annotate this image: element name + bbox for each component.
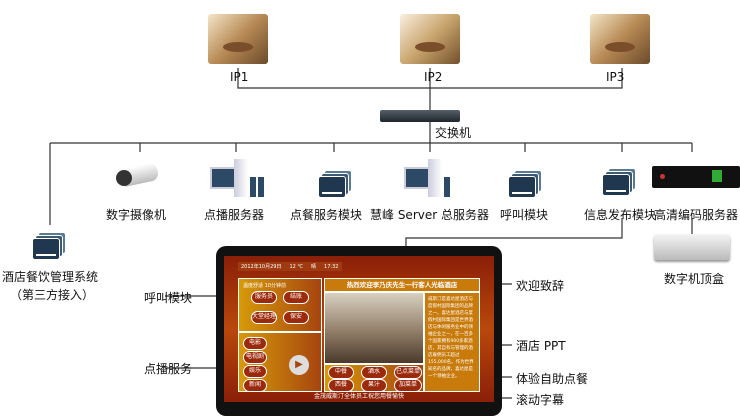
western-food-button[interactable]: 西餐: [328, 379, 354, 392]
room-label-2: IP2: [424, 70, 443, 84]
server-pc-icon: [206, 155, 266, 205]
drinks-button[interactable]: 酒水: [361, 366, 387, 379]
camera-icon: [112, 158, 168, 194]
switch-label: 交换机: [435, 126, 472, 140]
welcome-banner: 热烈欢迎李乃庆先生一行客人光临酒店: [324, 278, 480, 292]
device-label: 点餐服务模块: [290, 208, 363, 222]
set-top-box-icon: [654, 234, 730, 260]
order-panel: 中餐 酒水 已点菜单 西餐 果汁 加菜单: [324, 364, 424, 392]
scrolling-ticker: 金茂威斯汀全体员工祝您用餐愉快: [313, 393, 404, 400]
device-label: 信息发布模块: [584, 208, 657, 222]
room-image-3: [590, 14, 650, 64]
hotel-intro: 威斯汀是喜达屋酒店与度假村国际集团的品牌之一。喜达屋酒店与度假村国际集团是世界酒…: [424, 292, 480, 392]
date: 2012年10月29日: [241, 264, 282, 270]
call-manager-button[interactable]: 大堂经理: [251, 311, 277, 324]
callout-ticker: 滚动字幕: [516, 393, 565, 407]
notice: 温度舒适 10分钟前: [243, 283, 286, 289]
play-icon[interactable]: ▶: [289, 355, 309, 375]
room-image-2: [400, 14, 460, 64]
call-waiter-button[interactable]: 服务员: [251, 291, 277, 304]
third-party-label: 酒店餐饮管理系统: [2, 270, 99, 284]
call-security-button[interactable]: 保安: [283, 311, 309, 324]
ordered-menu-button[interactable]: 已点菜单: [394, 366, 422, 379]
callout-welcome: 欢迎致辞: [516, 279, 565, 293]
encoder-icon: [652, 166, 740, 188]
touch-screen: 2012年10月29日 12 ℃ 晴 17:32 温度舒适 10分钟前 服务员 结账 …: [216, 246, 502, 416]
hotel-photo: [324, 292, 424, 364]
device-label: 数字摄像机: [106, 208, 167, 222]
entertainment-button[interactable]: 娱乐: [243, 365, 267, 378]
time: 17:32: [324, 263, 339, 270]
module-icon: [318, 170, 352, 198]
module-icon: [32, 232, 66, 260]
callout-call-module: 呼叫模块: [144, 291, 193, 305]
media-panel: 电影 电视剧 娱乐 新闻 ▶: [238, 332, 322, 392]
room-image-1: [208, 14, 268, 64]
movie-button[interactable]: 电影: [243, 337, 267, 350]
device-label: 慧峰 Server 总服务器: [370, 208, 489, 222]
device-label: 高清编码服务器: [654, 208, 739, 222]
temperature: 12 ℃: [289, 263, 304, 270]
weather: 晴: [311, 264, 317, 270]
tv-button[interactable]: 电视剧: [243, 351, 267, 364]
callout-vod: 点播服务: [144, 362, 193, 376]
module-icon: [508, 170, 542, 198]
room-label-1: IP1: [230, 70, 249, 84]
callout-ppt: 酒店 PPT: [516, 339, 566, 353]
stb-label: 数字机顶盒: [664, 272, 725, 286]
status-bar: 2012年10月29日 12 ℃ 晴 17:32: [238, 262, 342, 271]
call-panel: 温度舒适 10分钟前 服务员 结账 大堂经理 保安: [238, 278, 322, 332]
server-pc-icon: [400, 155, 460, 205]
chinese-food-button[interactable]: 中餐: [328, 366, 354, 379]
device-label: 点播服务器: [204, 208, 265, 222]
third-party-sub: （第三方接入）: [10, 288, 95, 302]
juice-button[interactable]: 果汁: [361, 379, 387, 392]
room-label-3: IP3: [606, 70, 625, 84]
device-label: 呼叫模块: [500, 208, 549, 222]
switch-icon: [380, 110, 460, 122]
callout-self-order: 体验自助点餐: [516, 372, 589, 386]
checkout-button[interactable]: 结账: [283, 291, 309, 304]
module-icon: [602, 168, 636, 196]
news-button[interactable]: 新闻: [243, 379, 267, 392]
add-order-button[interactable]: 加菜单: [394, 379, 422, 392]
